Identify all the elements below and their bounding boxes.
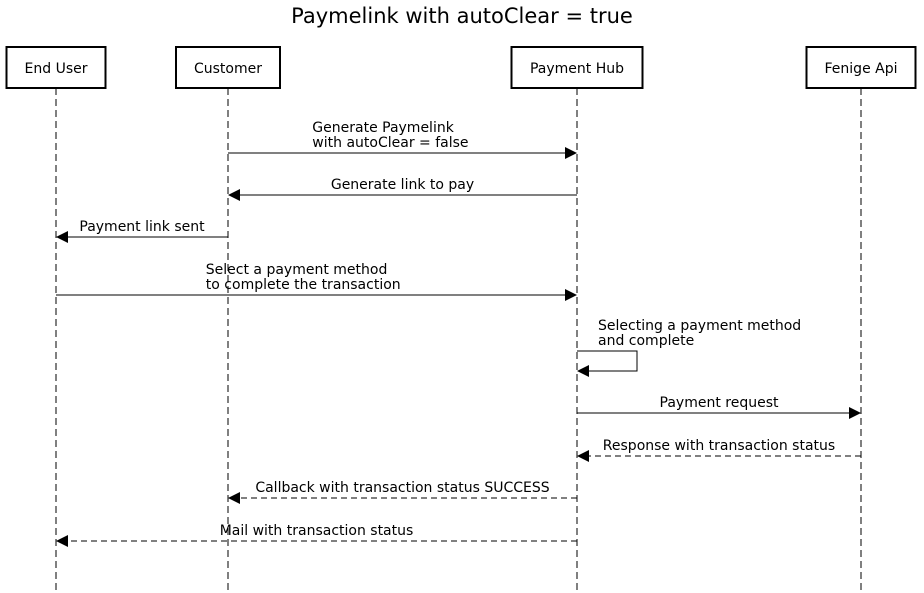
message-label: with autoClear = false: [312, 135, 468, 151]
arrow-head: [849, 407, 861, 419]
message-2: Generate link to pay: [228, 177, 577, 201]
arrow-head: [228, 492, 240, 504]
actor-payment-hub: Payment Hub: [510, 46, 644, 89]
message-label: Select a payment method: [206, 262, 388, 278]
arrow-head: [565, 147, 577, 159]
message-label: Payment link sent: [79, 219, 205, 235]
actor-customer: Customer: [175, 46, 281, 89]
message-label: Generate Paymelink: [312, 120, 454, 136]
arrow-head: [577, 365, 589, 377]
message-label: Callback with transaction status SUCCESS: [255, 480, 549, 496]
message-label: Mail with transaction status: [220, 523, 414, 539]
message-9: Mail with transaction status: [56, 523, 577, 547]
actor-box: [5, 46, 107, 89]
message-label: Response with transaction status: [603, 438, 835, 454]
actor-box: [175, 46, 281, 89]
actor-label: Customer: [194, 61, 262, 77]
message-8: Callback with transaction status SUCCESS: [228, 480, 577, 504]
actor-box: [805, 46, 917, 89]
actor-label: End User: [25, 61, 88, 77]
actor-label: Fenige Api: [825, 61, 898, 77]
message-3: Payment link sent: [56, 219, 228, 243]
actor-label: Payment Hub: [530, 61, 624, 77]
arrow-head: [56, 231, 68, 243]
arrow-head: [56, 535, 68, 547]
actor-fenige-api: Fenige Api: [805, 46, 917, 89]
message-7: Response with transaction status: [577, 438, 861, 462]
message-6: Payment request: [577, 395, 861, 419]
arrow-head: [565, 289, 577, 301]
message-label: to complete the transaction: [206, 277, 401, 293]
message-label: Payment request: [660, 395, 779, 411]
arrow-head: [228, 189, 240, 201]
arrow-head: [577, 450, 589, 462]
actor-box: [510, 46, 644, 89]
message-label: and complete: [598, 333, 694, 349]
message-line: [577, 350, 638, 372]
message-label: Selecting a payment method: [598, 318, 801, 334]
actor-end-user: End User: [5, 46, 107, 89]
diagram-title: Paymelink with autoClear = true: [291, 4, 633, 28]
message-label: Generate link to pay: [331, 177, 474, 193]
